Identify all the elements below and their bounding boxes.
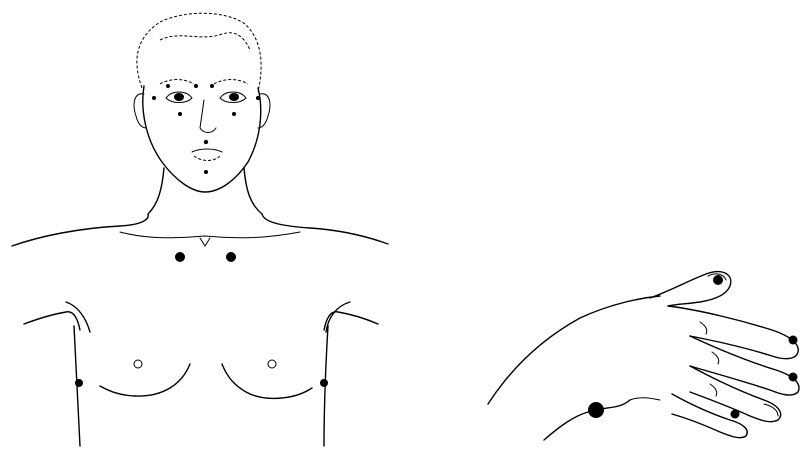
left-shoulder-cap [24,312,80,330]
lower-lip [194,156,220,161]
hair-fringe [160,33,250,50]
torso [24,302,378,446]
knuckle-line-2 [712,352,719,364]
point-thumb-tip [713,275,723,285]
middle-finger [690,336,799,395]
mouth [192,149,222,152]
nose [200,100,216,133]
point-glabella [194,84,198,88]
point-temple-left [152,96,156,100]
point-upper-lip [204,140,208,144]
point-clavicle-left [175,252,185,262]
shoulders [12,214,388,262]
hand-figure [488,272,799,440]
hand-dorsum-upper [488,296,660,404]
neck-left [148,168,164,214]
point-right-side [320,379,328,387]
face-outline [143,86,261,192]
hand-knuckle-crease [630,398,660,400]
index-finger [668,306,798,359]
right-nipple [268,360,276,368]
point-cheek-right [232,112,236,116]
point-chin [204,170,208,174]
hair-outline [137,13,261,92]
sternal-notch [200,238,210,246]
left-pectoral [100,364,190,396]
point-clavicle-right [226,252,236,262]
hand-dorsum-lower [544,400,630,440]
point-cheek-left [178,112,182,116]
point-middle-tip [789,373,798,382]
left-nipple [134,360,142,368]
left-eyebrow [160,80,194,85]
left-axilla [66,302,90,332]
knuckle-line-3 [710,384,717,396]
neck-right [244,168,262,214]
right-pectoral [222,364,312,398]
right-eyebrow [214,80,248,85]
point-forehead-right [210,84,214,88]
point-temple-right [256,96,260,100]
right-shoulder-line [262,214,388,244]
left-ear [134,94,146,128]
point-forehead-left [166,84,170,88]
right-pupil [229,93,239,101]
point-little-tip [731,410,740,419]
collar-line [120,232,300,238]
point-wrist [588,402,604,418]
point-index-tip [789,336,798,345]
knuckle-line-1 [700,322,707,334]
head-figure [134,13,270,214]
left-shoulder-line [12,214,148,246]
right-axilla [326,302,350,332]
point-left-side [75,379,83,387]
left-pupil [174,93,184,101]
